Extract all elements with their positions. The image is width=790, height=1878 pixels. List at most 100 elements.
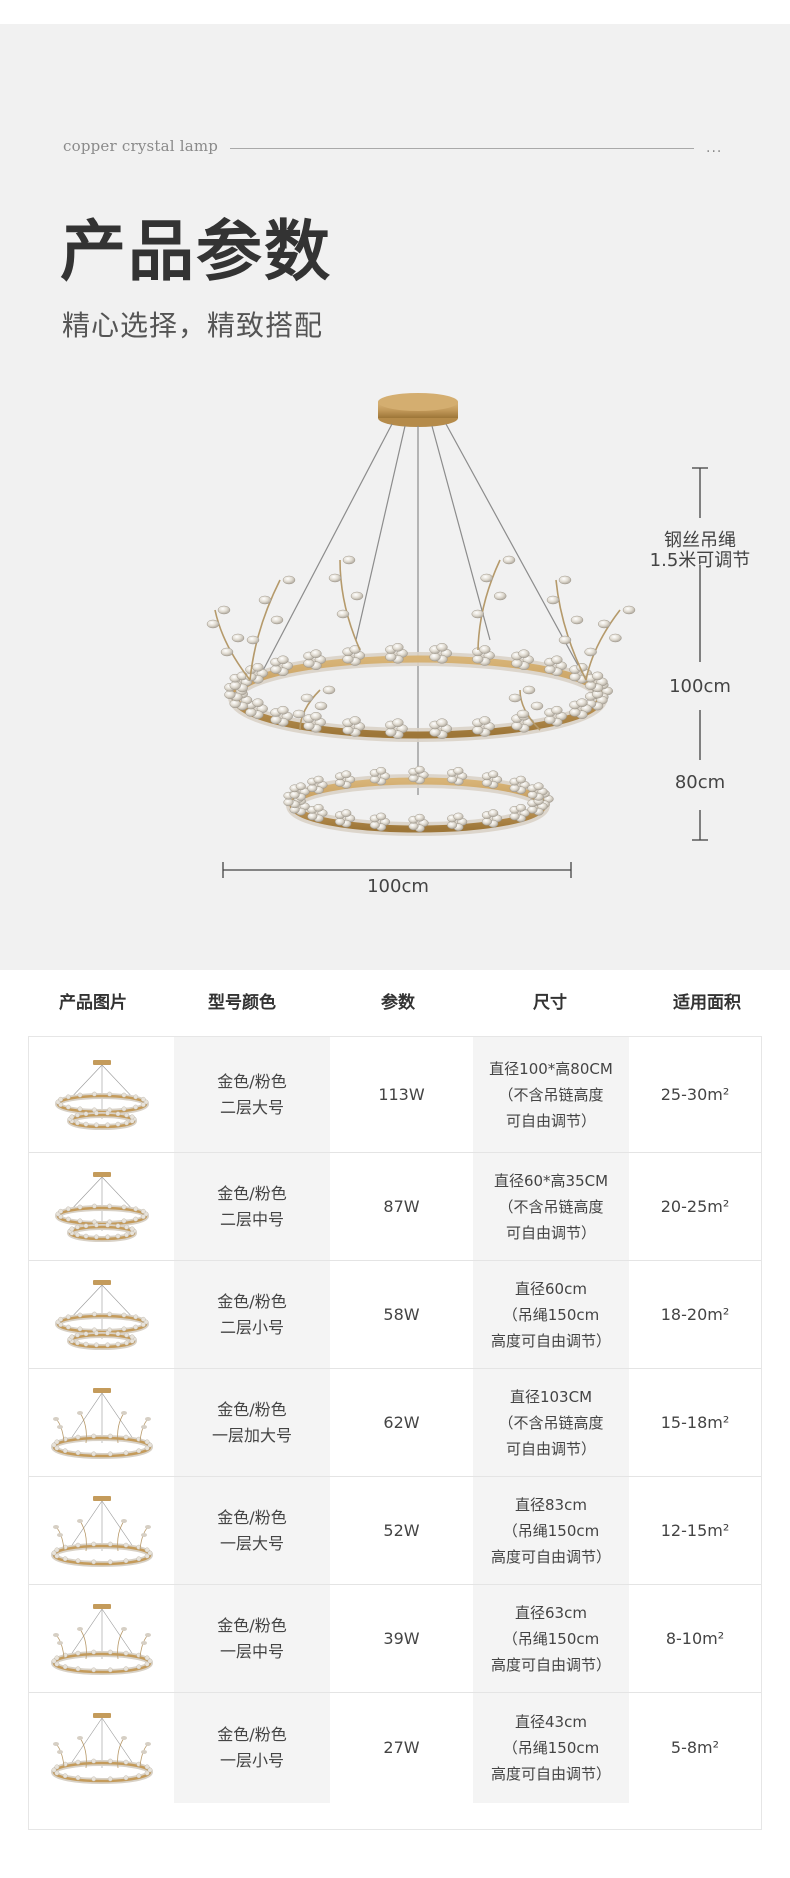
product-thumbnail — [50, 1713, 153, 1784]
crystal-leaf — [546, 595, 560, 605]
crystal-petal — [447, 775, 458, 784]
size-line: 可自由调节） — [505, 1224, 596, 1242]
model-color-cell: 金色/粉色 二层小号 — [174, 1261, 330, 1369]
crystal-petal — [591, 671, 604, 681]
crystal-petal — [584, 681, 597, 690]
crystal-leaf — [609, 633, 622, 643]
area-text: 25-30m² — [660, 1084, 730, 1104]
crystal-petal — [342, 654, 354, 664]
crystal-petal — [349, 716, 361, 725]
page-title: 产品参数 — [60, 213, 332, 290]
product-thumbnail — [50, 1496, 153, 1567]
color-text: 金色/粉色 — [217, 1508, 287, 1527]
size-line: 直径100*高80CM — [489, 1059, 613, 1078]
crystal-petal — [385, 652, 397, 662]
crystal-leaf — [258, 595, 272, 605]
chandelier-illustration — [206, 393, 708, 878]
branch-stem — [555, 579, 587, 681]
model-text: 一层加大号 — [211, 1426, 292, 1445]
crystal-leaf — [558, 575, 572, 585]
crystal-petal — [252, 698, 264, 708]
crystal-leaf — [493, 591, 507, 601]
wire-label-line2: 1.5米可调节 — [649, 550, 751, 571]
product-image-cell — [29, 1585, 174, 1693]
crystal-petal — [511, 659, 523, 668]
area-cell: 8-10m² — [629, 1585, 761, 1693]
crystal-petal — [511, 721, 523, 731]
size-line: （吊绳150cm — [502, 1306, 600, 1324]
crystal-petal — [341, 770, 352, 779]
size-line: 高度可自由调节） — [490, 1656, 611, 1674]
branch-stem — [249, 579, 281, 681]
crystal-petal — [303, 659, 315, 668]
size-cell: 直径63cm （吊绳150cm 高度可自由调节） — [473, 1585, 629, 1693]
crystal-petal — [341, 809, 352, 817]
crystal-petal — [303, 721, 315, 731]
crystal-petal — [527, 791, 538, 799]
crystal-petal — [509, 784, 520, 793]
size-cell: 直径83cm （吊绳150cm 高度可自由调节） — [473, 1477, 629, 1585]
crystal-leaf — [570, 615, 584, 625]
crystal-petal — [488, 809, 499, 817]
crystal-leaf — [508, 693, 522, 703]
crystal-petal — [313, 775, 324, 784]
crystal-petal — [436, 643, 448, 652]
crystal-leaf — [231, 633, 245, 643]
size-cell: 直径43cm （吊绳150cm 高度可自由调节） — [473, 1693, 629, 1803]
crystal-petal — [569, 708, 581, 717]
crystal-petal — [277, 655, 289, 665]
crystal-petal — [509, 812, 520, 821]
size-line: （吊绳150cm — [502, 1522, 600, 1540]
size-cell: 直径103CM （不含吊链高度 可自由调节） — [473, 1369, 629, 1477]
crystal-petal — [576, 698, 588, 708]
crystal-petal — [392, 718, 404, 728]
crystal-leaf — [516, 709, 530, 719]
power-cell: 58W — [330, 1261, 473, 1369]
crystal-petal — [551, 705, 563, 715]
crystal-petal — [224, 690, 236, 700]
crystal-petal — [551, 655, 563, 665]
model-color-cell: 金色/粉色 二层中号 — [174, 1153, 330, 1261]
size-cell: 直径60cm （吊绳150cm 高度可自由调节） — [473, 1261, 629, 1369]
model-text: 一层大号 — [219, 1534, 284, 1553]
color-text: 金色/粉色 — [217, 1616, 287, 1635]
crystal-petal — [515, 803, 526, 812]
color-text: 金色/粉色 — [217, 1292, 287, 1311]
header-size: 尺寸 — [533, 993, 567, 1013]
crystal-petal — [307, 812, 318, 821]
power-text: 52W — [383, 1521, 420, 1540]
crystal-leaf — [530, 701, 544, 711]
product-thumbnail — [50, 1604, 153, 1675]
crystal-petal — [342, 725, 354, 735]
size-line: （吊绳150cm — [502, 1630, 600, 1648]
size-line: 可自由调节） — [505, 1111, 596, 1130]
product-thumbnail — [50, 1388, 153, 1459]
power-cell: 52W — [330, 1477, 473, 1585]
product-image-cell — [29, 1477, 174, 1585]
model-color-cell: 金色/粉色 一层大号 — [174, 1477, 330, 1585]
crystal-leaf — [328, 573, 342, 583]
crystal-petal — [277, 705, 289, 715]
crystal-petal — [544, 715, 556, 725]
size-line: 高度可自由调节） — [490, 1332, 611, 1350]
crystal-leaf — [322, 685, 336, 695]
crystal-petal — [518, 649, 530, 659]
divider-line — [230, 148, 694, 149]
width-dimension-label: 100cm — [367, 876, 429, 897]
size-line: 高度可自由调节） — [490, 1765, 611, 1783]
crystal-petal — [270, 665, 282, 674]
crystal-petal — [376, 812, 387, 821]
header-model: 型号颜色 — [208, 993, 276, 1013]
product-thumbnail — [54, 1172, 149, 1242]
model-text: 二层小号 — [219, 1318, 284, 1337]
crystal-leaf — [314, 701, 328, 711]
size-cell: 直径100*高80CM （不含吊链高度 可自由调节） — [473, 1037, 629, 1152]
crystal-petal — [270, 715, 282, 725]
model-text: 二层中号 — [219, 1210, 284, 1229]
power-cell: 87W — [330, 1153, 473, 1261]
wire-label-line1: 钢丝吊绳 — [664, 530, 736, 551]
